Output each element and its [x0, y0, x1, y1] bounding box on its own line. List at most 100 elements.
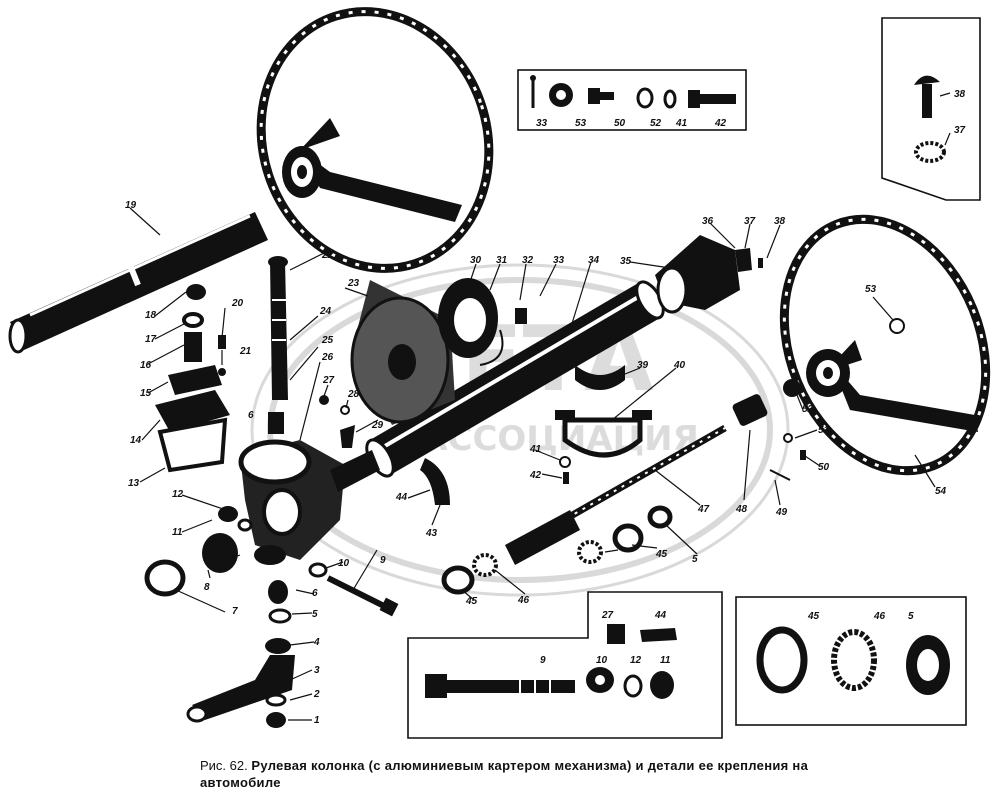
- inset-callout-41: 41: [675, 118, 688, 129]
- inset-callout-53: 53: [575, 118, 587, 129]
- clamp-39-40: [555, 365, 652, 458]
- inset-top-right: [914, 75, 946, 163]
- callout-31: 31: [496, 255, 508, 266]
- callout-12: 12: [172, 489, 184, 500]
- rubber-seal-23: [350, 280, 455, 425]
- callout-8: 8: [204, 582, 210, 593]
- gear-housing-26: [238, 439, 380, 565]
- callout-45-left: 45: [465, 596, 478, 607]
- callout-7: 7: [232, 606, 238, 617]
- inset-callout-27: 27: [601, 610, 614, 621]
- callout-32: 32: [522, 255, 534, 266]
- callout-13: 13: [128, 478, 140, 489]
- callout-11: 11: [172, 527, 183, 538]
- inset-callout-45: 45: [807, 611, 820, 622]
- callout-27: 27: [322, 375, 335, 386]
- steering-shaft-47: [505, 379, 801, 565]
- figure-caption: Рис. 62. Рулевая колонка (с алюминиевым …: [200, 757, 990, 791]
- callout-6-lower: 6: [312, 588, 318, 599]
- callout-2: 2: [313, 689, 320, 700]
- callout-numbers: 19 18 17 16 15 14 13 12 11 8 7 20 21 22 …: [125, 89, 966, 726]
- caption-body: Рулевая колонка (с алюминиевым картером …: [251, 758, 809, 773]
- callout-17: 17: [145, 334, 157, 345]
- callout-53: 53: [865, 284, 877, 295]
- bearings-45-46-5: [441, 505, 673, 595]
- callout-43: 43: [425, 528, 438, 539]
- inset-callout-44: 44: [654, 610, 667, 621]
- callout-20: 20: [231, 298, 244, 309]
- callout-47: 47: [697, 504, 710, 515]
- inset-callout-37: 37: [954, 125, 966, 136]
- cover-35: [655, 235, 752, 314]
- small-fasteners: [218, 258, 806, 505]
- column-tube-19: [8, 212, 268, 354]
- inset-callout-5: 5: [908, 611, 914, 622]
- callout-33: 33: [553, 255, 565, 266]
- inset-callout-52: 52: [650, 118, 662, 129]
- callout-44: 44: [395, 492, 408, 503]
- caption-tail: автомобиле: [200, 775, 281, 790]
- callout-52: 52: [802, 404, 814, 415]
- callout-38: 38: [774, 216, 786, 227]
- callout-34: 34: [588, 255, 600, 266]
- inset-bottom-bearings: [756, 626, 950, 695]
- callout-50: 50: [818, 462, 830, 473]
- callout-9: 9: [380, 555, 386, 566]
- callout-39: 39: [637, 360, 649, 371]
- inset-callout-42: 42: [714, 118, 727, 129]
- callout-26: 26: [321, 352, 334, 363]
- callout-3: 3: [314, 665, 320, 676]
- callout-30: 30: [470, 255, 482, 266]
- callout-19: 19: [125, 200, 137, 211]
- inset-callout-12: 12: [630, 655, 642, 666]
- callout-14: 14: [130, 435, 142, 446]
- inset-callout-9: 9: [540, 655, 546, 666]
- callout-1: 1: [314, 715, 320, 726]
- callout-5-mid: 5: [692, 554, 698, 565]
- plug-and-nuts: [144, 506, 253, 597]
- callout-51: 51: [818, 425, 830, 436]
- callout-16: 16: [140, 360, 152, 371]
- callout-36: 36: [702, 216, 714, 227]
- callout-24: 24: [319, 306, 332, 317]
- callout-29: 29: [371, 420, 384, 431]
- callout-48: 48: [735, 504, 748, 515]
- callout-15: 15: [140, 388, 152, 399]
- callout-41: 41: [529, 444, 542, 455]
- inset-callout-33: 33: [536, 118, 548, 129]
- callout-5-lower: 5: [312, 609, 318, 620]
- callout-37: 37: [744, 216, 756, 227]
- inset-callout-11: 11: [660, 655, 671, 666]
- pitman-arm: [186, 580, 295, 728]
- sector-shaft-24: [268, 256, 288, 434]
- callout-40: 40: [673, 360, 686, 371]
- inset-callout-10: 10: [596, 655, 608, 666]
- callout-54: 54: [935, 486, 947, 497]
- callout-21: 21: [239, 346, 252, 357]
- leader-lines: [129, 92, 951, 721]
- callout-42: 42: [529, 470, 542, 481]
- callout-35: 35: [620, 256, 632, 267]
- callout-46-left: 46: [517, 595, 530, 606]
- callout-28: 28: [347, 389, 360, 400]
- side-cover-parts: [155, 284, 230, 473]
- callout-22: 22: [321, 250, 334, 261]
- inset-callout-38: 38: [954, 89, 966, 100]
- callout-18: 18: [145, 310, 157, 321]
- steering-wheel-top: [256, 7, 494, 273]
- caption-lead: Рис. 62.: [200, 758, 248, 773]
- inset-frames: [407, 17, 981, 739]
- callout-49: 49: [775, 507, 788, 518]
- callout-23: 23: [347, 278, 360, 289]
- switch-30-31: [438, 278, 527, 366]
- callout-45-mid: 45: [655, 549, 668, 560]
- inset-bottom-bolt: [425, 624, 677, 699]
- inset-callout-46: 46: [873, 611, 886, 622]
- callout-10: 10: [338, 558, 350, 569]
- column-pipe-34: [365, 280, 665, 478]
- callout-4: 4: [313, 637, 320, 648]
- callout-25: 25: [321, 335, 334, 346]
- inset-callout-50: 50: [614, 118, 626, 129]
- callout-6-upper: 6: [248, 410, 254, 421]
